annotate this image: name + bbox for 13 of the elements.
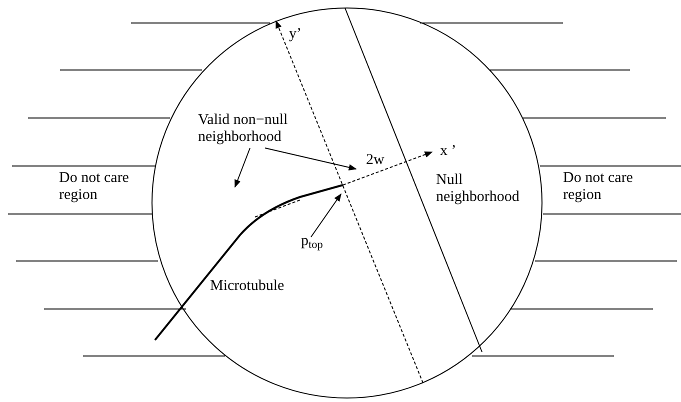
curve-label: Microtubule: [210, 278, 286, 295]
region-label: Null neighborhood: [436, 172, 520, 206]
region-label: Do not care region: [59, 170, 130, 204]
microtubule-curve: [154, 184, 344, 341]
width-label: 2w: [366, 152, 386, 169]
annotation-text: Valid non−null neighborhood: [198, 112, 310, 146]
leader-arrow: [234, 148, 250, 188]
region-label: Do not care region: [563, 170, 634, 204]
leader-arrow: [310, 193, 342, 238]
axis-label: y’: [289, 26, 302, 43]
leader-arrow: [264, 148, 357, 170]
axis-label: x ’: [440, 143, 458, 160]
annotation-text: p$_{top}$: [301, 233, 331, 250]
